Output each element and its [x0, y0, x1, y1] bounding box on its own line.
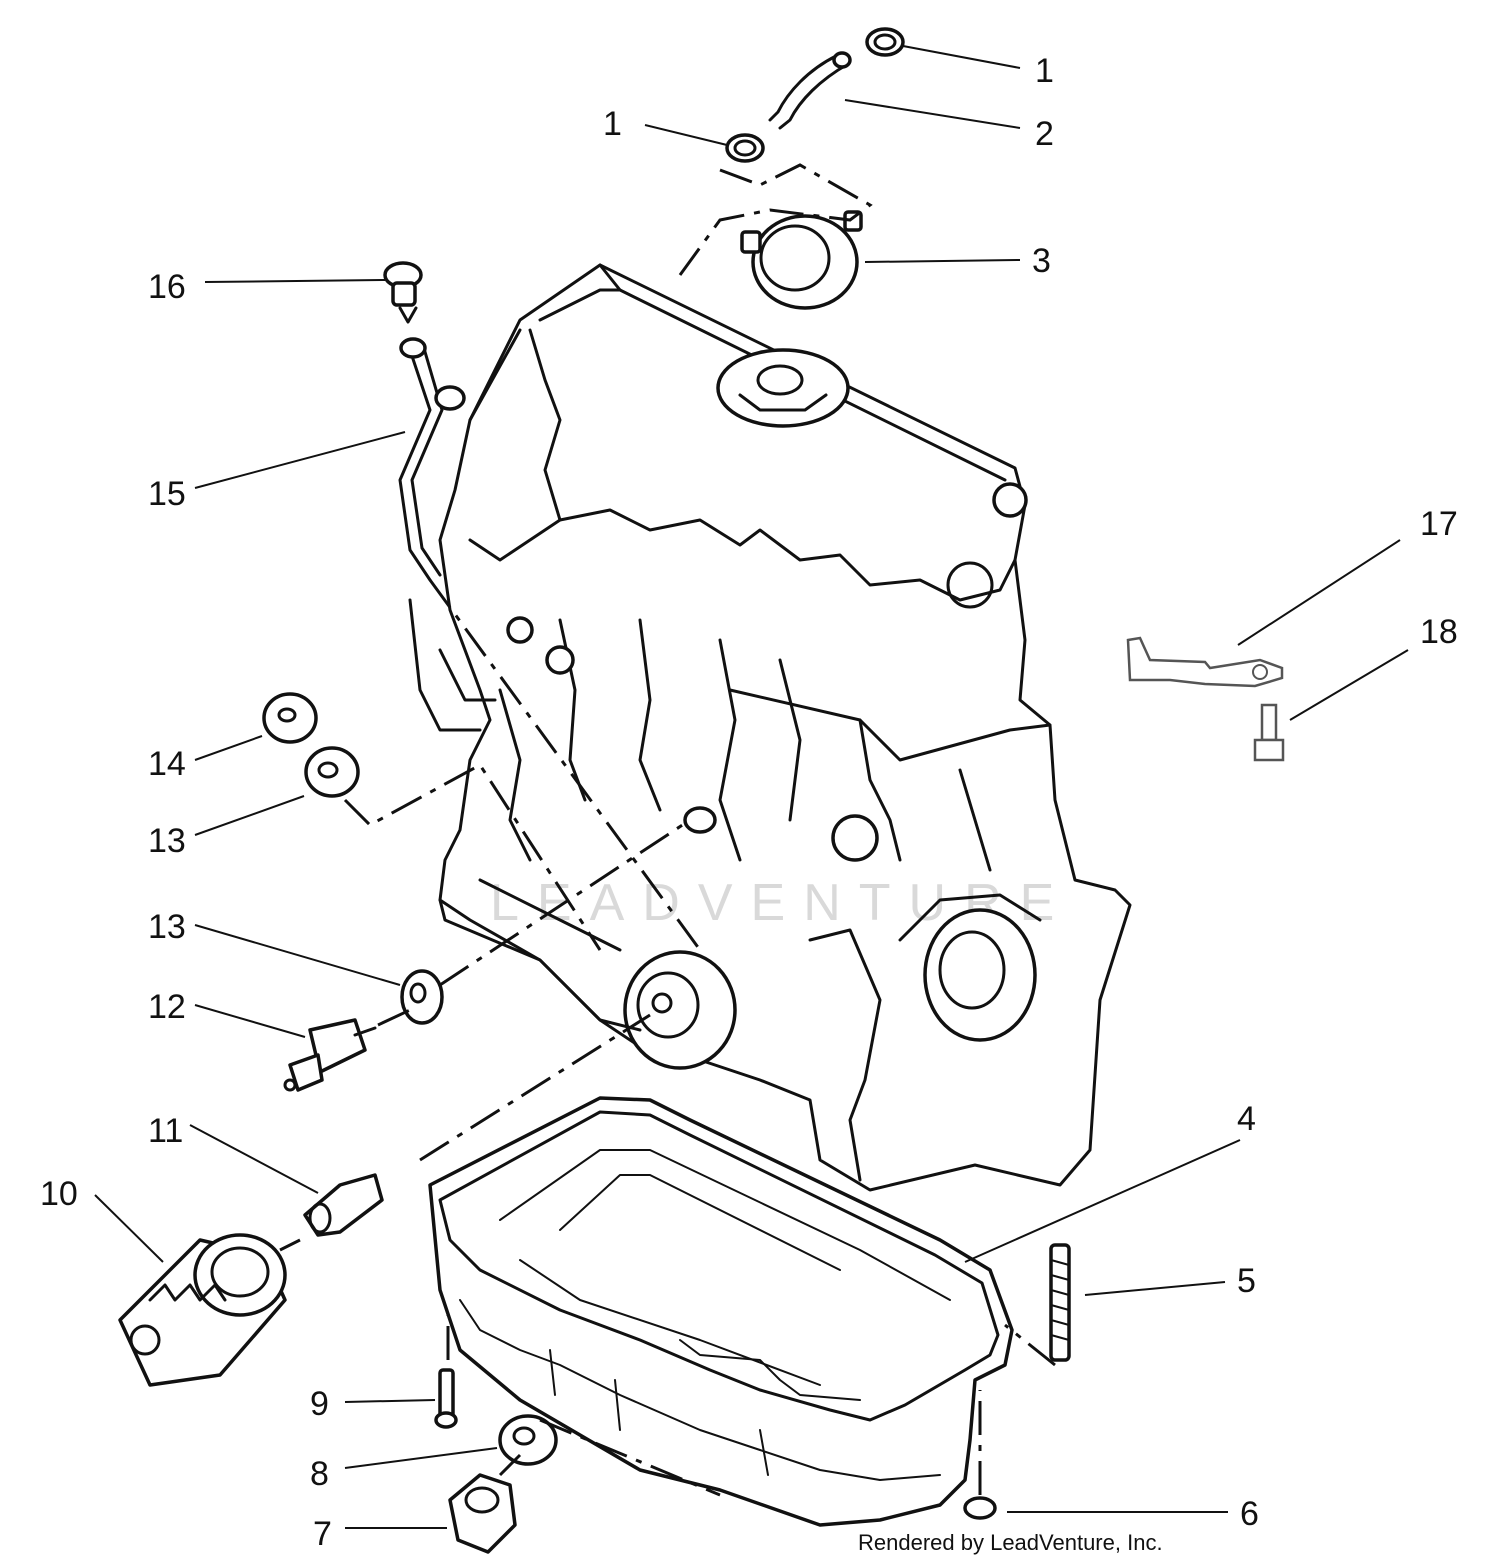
callout-2: 2	[1035, 115, 1054, 153]
oil-filter	[118, 1233, 287, 1387]
oil-pressure-switch	[283, 1018, 377, 1092]
hose-clamp-lower	[725, 133, 765, 163]
callout-11: 11	[148, 1112, 183, 1150]
oil-pan-bolt	[434, 1368, 458, 1429]
leader-lines	[94, 45, 1409, 1529]
callout-7: 7	[313, 1515, 332, 1553]
gasket-washer-upper	[304, 746, 360, 798]
dipstick-tube	[398, 337, 466, 582]
oil-filter-stud	[303, 1173, 384, 1237]
callout-12: 12	[148, 988, 186, 1026]
drain-plug-upper	[262, 692, 318, 744]
dipstick-cap	[383, 261, 423, 324]
breather-hose	[768, 51, 852, 130]
callout-1-lower: 1	[603, 105, 622, 143]
callout-16: 16	[148, 268, 186, 306]
gasket-washer-lower	[400, 969, 444, 1025]
callout-4: 4	[1237, 1100, 1256, 1138]
callout-6: 6	[1240, 1495, 1259, 1533]
callout-17: 17	[1420, 505, 1458, 543]
breather-cap	[740, 210, 863, 310]
callout-15: 15	[148, 475, 186, 513]
lifting-bracket	[1126, 636, 1284, 688]
callout-1-upper: 1	[1035, 52, 1054, 90]
stud-washer	[963, 1496, 997, 1520]
callout-8: 8	[310, 1455, 329, 1493]
callout-13-upper: 13	[148, 822, 186, 860]
alignment-lines	[279, 163, 1056, 1497]
callout-numbers: 1 2 1 3 16 15 14 13 13 12 11 10 9 8 7 4 …	[40, 52, 1458, 1553]
drain-plug-gasket	[498, 1414, 558, 1466]
callout-9: 9	[310, 1385, 329, 1423]
bracket-bolt	[1253, 703, 1285, 762]
engine-block	[408, 263, 1132, 1192]
credit-text: Rendered by LeadVenture, Inc.	[858, 1530, 1163, 1555]
callout-3: 3	[1032, 242, 1051, 280]
callout-18: 18	[1420, 613, 1458, 651]
callout-10: 10	[40, 1175, 78, 1213]
drain-plug	[448, 1473, 517, 1554]
callout-14: 14	[148, 745, 186, 783]
oil-pan-stud	[1049, 1243, 1071, 1362]
callout-5: 5	[1237, 1262, 1256, 1300]
callout-13-lower: 13	[148, 908, 186, 946]
oil-pan	[428, 1096, 1014, 1527]
hose-clamp-upper	[865, 27, 905, 57]
